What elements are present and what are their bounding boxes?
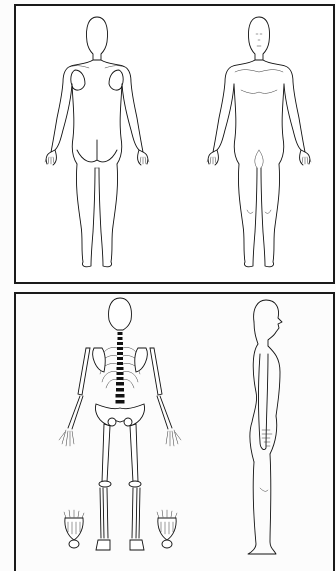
front-view-figure	[207, 17, 311, 267]
back-view-figure	[45, 17, 149, 267]
skeleton-diagram-panel	[14, 292, 335, 571]
